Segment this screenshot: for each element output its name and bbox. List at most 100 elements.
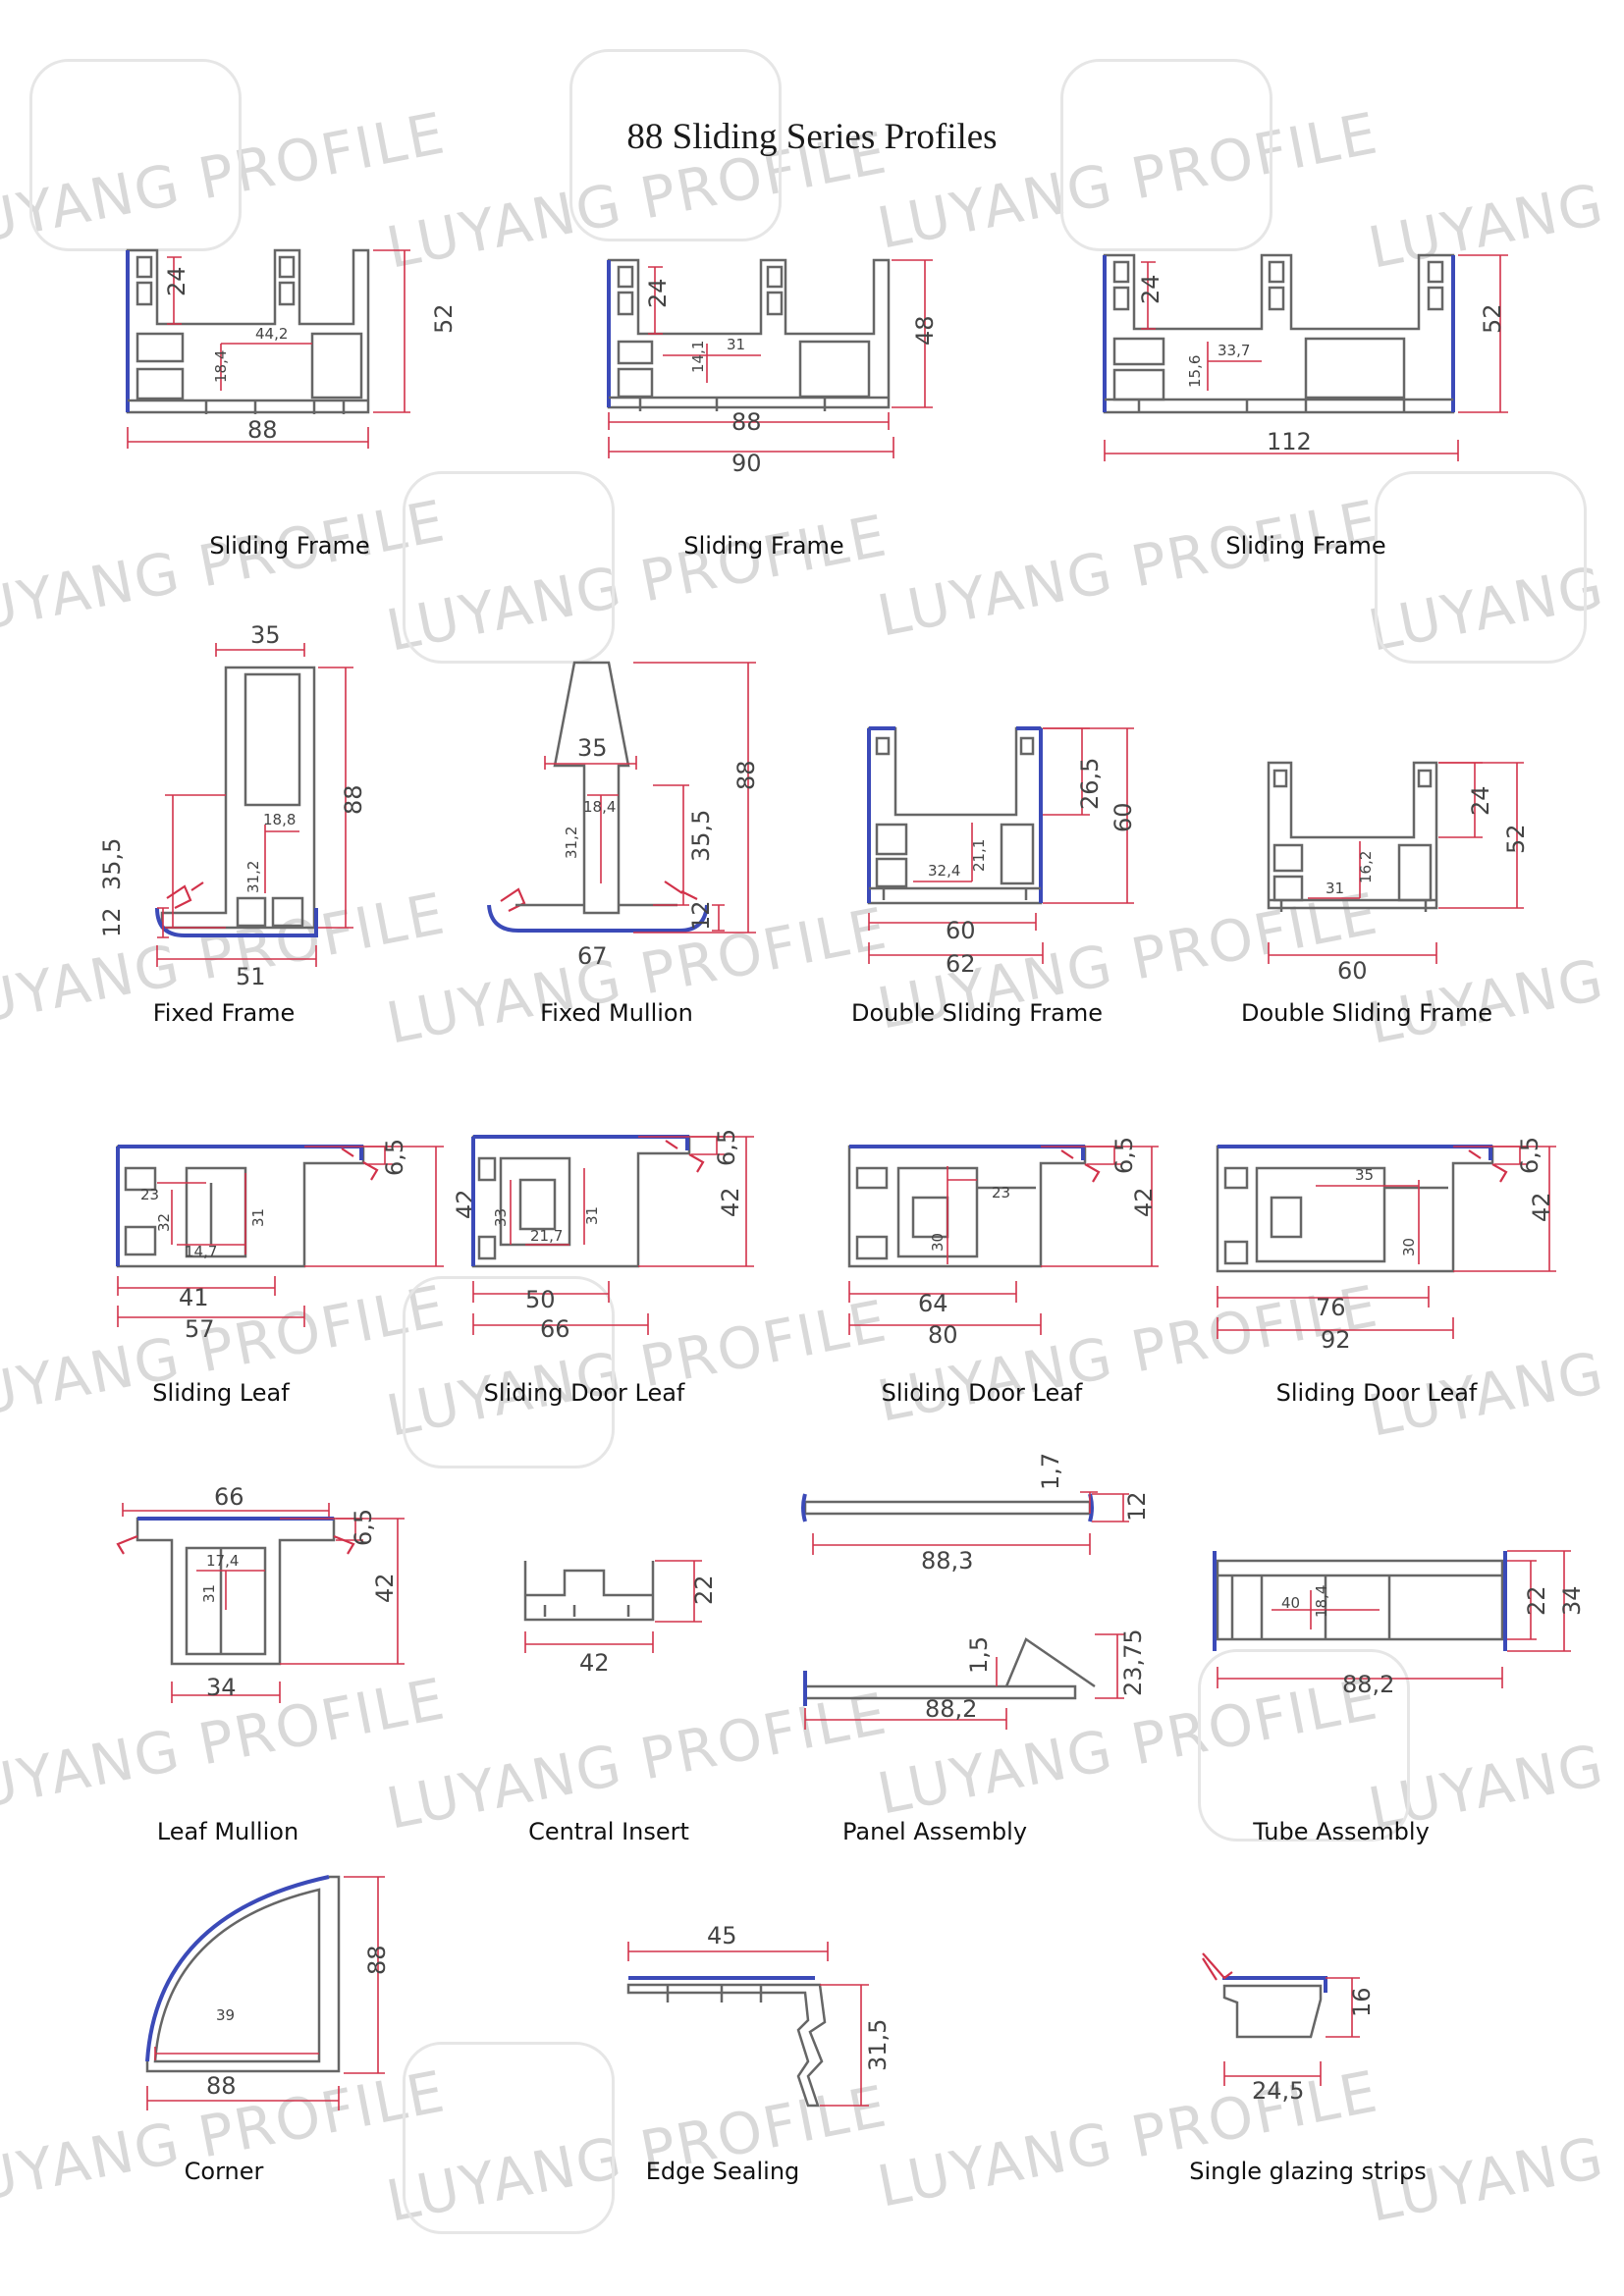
dim-label: 88 (732, 760, 760, 790)
dim-label: 52 (1479, 303, 1506, 334)
dim-label: 23 (992, 1184, 1010, 1201)
dim-label: 6,5 (350, 1509, 377, 1546)
dim-label: 80 (928, 1321, 958, 1349)
dim-label: 88,2 (1342, 1671, 1394, 1698)
dim-label: 31 (583, 1206, 601, 1225)
dim-label: 66 (540, 1315, 570, 1343)
dim-label: 6,5 (381, 1139, 408, 1176)
dim-label: 35,5 (98, 838, 126, 890)
watermark: LUYANG PROFILE (1363, 502, 1624, 665)
dim-label: 18,8 (263, 811, 296, 828)
dim-label: 88 (340, 784, 367, 815)
profile-drawing-leaf-mullion: 66 6,5 17,4 31 42 34 (116, 1483, 405, 1703)
dim-label: 24,5 (1252, 2077, 1304, 2105)
profile-caption: Sliding Door Leaf (1275, 1379, 1478, 1407)
dim-label: 34 (1558, 1585, 1586, 1616)
dim-label: 41 (179, 1284, 209, 1311)
dim-label: 45 (707, 1922, 737, 1949)
dim-label: 88 (363, 1945, 391, 1975)
profile-drawing-sliding-door-leaf-1: 6,5 33 31 21,7 42 50 66 (471, 1129, 754, 1343)
dim-label: 18,4 (583, 798, 616, 816)
profile-drawing-sliding-frame-1: 24 44,2 18,4 52 88 (126, 248, 458, 449)
dim-label: 32,4 (928, 862, 960, 880)
dim-label: 33 (492, 1208, 510, 1227)
dim-label: 31,2 (244, 861, 262, 893)
profile-caption: Edge Sealing (645, 2158, 800, 2185)
dim-label: 35 (1355, 1166, 1374, 1184)
dim-label: 31,2 (563, 827, 580, 859)
dim-label: 32 (155, 1213, 173, 1232)
dim-label: 24 (163, 266, 190, 296)
dim-label: 17,4 (206, 1552, 239, 1570)
dim-label: 30 (929, 1233, 947, 1252)
dim-label: 23 (140, 1186, 159, 1203)
profile-drawing-sliding-frame-3: 24 15,6 33,7 52 112 (1103, 253, 1508, 461)
dim-label: 31,5 (864, 2019, 892, 2071)
dim-label: 12 (687, 900, 715, 931)
dim-label: 42 (1528, 1192, 1555, 1222)
dim-label: 22 (1523, 1585, 1550, 1616)
dim-label: 92 (1321, 1326, 1351, 1354)
dim-label: 12 (1123, 1491, 1151, 1522)
dim-label: 24 (1467, 785, 1494, 816)
profile-caption: Panel Assembly (841, 1818, 1028, 1845)
dim-label: 42 (1130, 1187, 1158, 1217)
dim-label: 88,3 (921, 1547, 973, 1575)
profile-drawing-fixed-mullion: 35 18,4 31,2 35,5 12 88 67 (487, 661, 760, 970)
dim-label: 16 (1348, 1987, 1376, 2017)
dim-label: 6,5 (713, 1129, 740, 1166)
dim-label: 31 (249, 1208, 267, 1227)
dim-label: 67 (577, 942, 608, 970)
dim-label: 88,2 (925, 1695, 977, 1723)
dim-label: 60 (1110, 802, 1137, 832)
dim-label: 42 (717, 1187, 744, 1217)
dim-label: 23,75 (1119, 1629, 1147, 1696)
profile-drawing-tube-assembly: 40 18,4 22 34 88,2 (1213, 1550, 1586, 1698)
watermark-logo-icon (403, 2042, 615, 2234)
profile-caption: Tube Assembly (1253, 1818, 1430, 1845)
dim-label: 64 (918, 1290, 948, 1317)
dim-label: 12 (98, 907, 126, 937)
dim-label: 40 (1281, 1594, 1300, 1612)
dim-label: 18,4 (212, 350, 230, 383)
dim-label: 18,4 (1313, 1585, 1330, 1618)
dim-label: 14,1 (689, 341, 707, 373)
dim-label: 16,2 (1357, 851, 1375, 883)
dim-label: 15,6 (1186, 355, 1204, 388)
dim-label: 21,7 (530, 1227, 563, 1245)
dim-label: 35 (577, 734, 608, 762)
profile-caption: Corner (184, 2158, 264, 2185)
profile-drawing-edge-sealing: 45 31,5 (626, 1922, 892, 2108)
profile-caption: Fixed Mullion (540, 999, 693, 1027)
profile-caption: Sliding Frame (683, 532, 844, 560)
watermark-logo-icon (403, 471, 615, 664)
profile-drawing-panel-assembly: 1,7 12 88,3 1,5 23,75 88,2 (801, 1453, 1151, 1730)
dim-label: 50 (525, 1286, 556, 1313)
profile-caption: Double Sliding Frame (851, 999, 1103, 1027)
dim-label: 24 (644, 278, 672, 308)
dim-label: 57 (185, 1315, 215, 1343)
profile-drawing-fixed-frame: 35 18,8 31,2 35,5 12 88 51 (98, 621, 367, 990)
profile-caption: Double Sliding Frame (1241, 999, 1492, 1027)
dim-label: 31 (200, 1584, 218, 1603)
profile-drawing-sliding-leaf: 6,5 23 32 31 14,7 42 41 57 (116, 1139, 479, 1343)
dim-label: 52 (1502, 824, 1530, 854)
dim-label: 26,5 (1076, 758, 1104, 810)
dim-label: 31 (1326, 880, 1344, 897)
page-title: 88 Sliding Series Profiles (626, 117, 998, 157)
dim-label: 88 (247, 416, 278, 444)
dim-label: 6,5 (1110, 1137, 1138, 1174)
dim-label: 14,7 (185, 1243, 217, 1260)
dim-label: 1,5 (965, 1636, 993, 1674)
profile-drawing-sliding-door-leaf-2: 6,5 23 30 42 64 80 (847, 1137, 1159, 1349)
watermark: LUYANG PROFILE (381, 502, 893, 665)
dim-label: 42 (579, 1649, 610, 1677)
profile-drawing-double-sliding-frame-2: 24 52 16,2 31 60 (1267, 761, 1530, 985)
profile-caption: Sliding Leaf (152, 1379, 290, 1407)
dim-label: 62 (946, 950, 976, 978)
dim-label: 31 (727, 336, 745, 353)
dim-label: 30 (1400, 1238, 1418, 1256)
watermark-logo-icon (1375, 471, 1587, 664)
dim-label: 35,5 (687, 810, 715, 862)
